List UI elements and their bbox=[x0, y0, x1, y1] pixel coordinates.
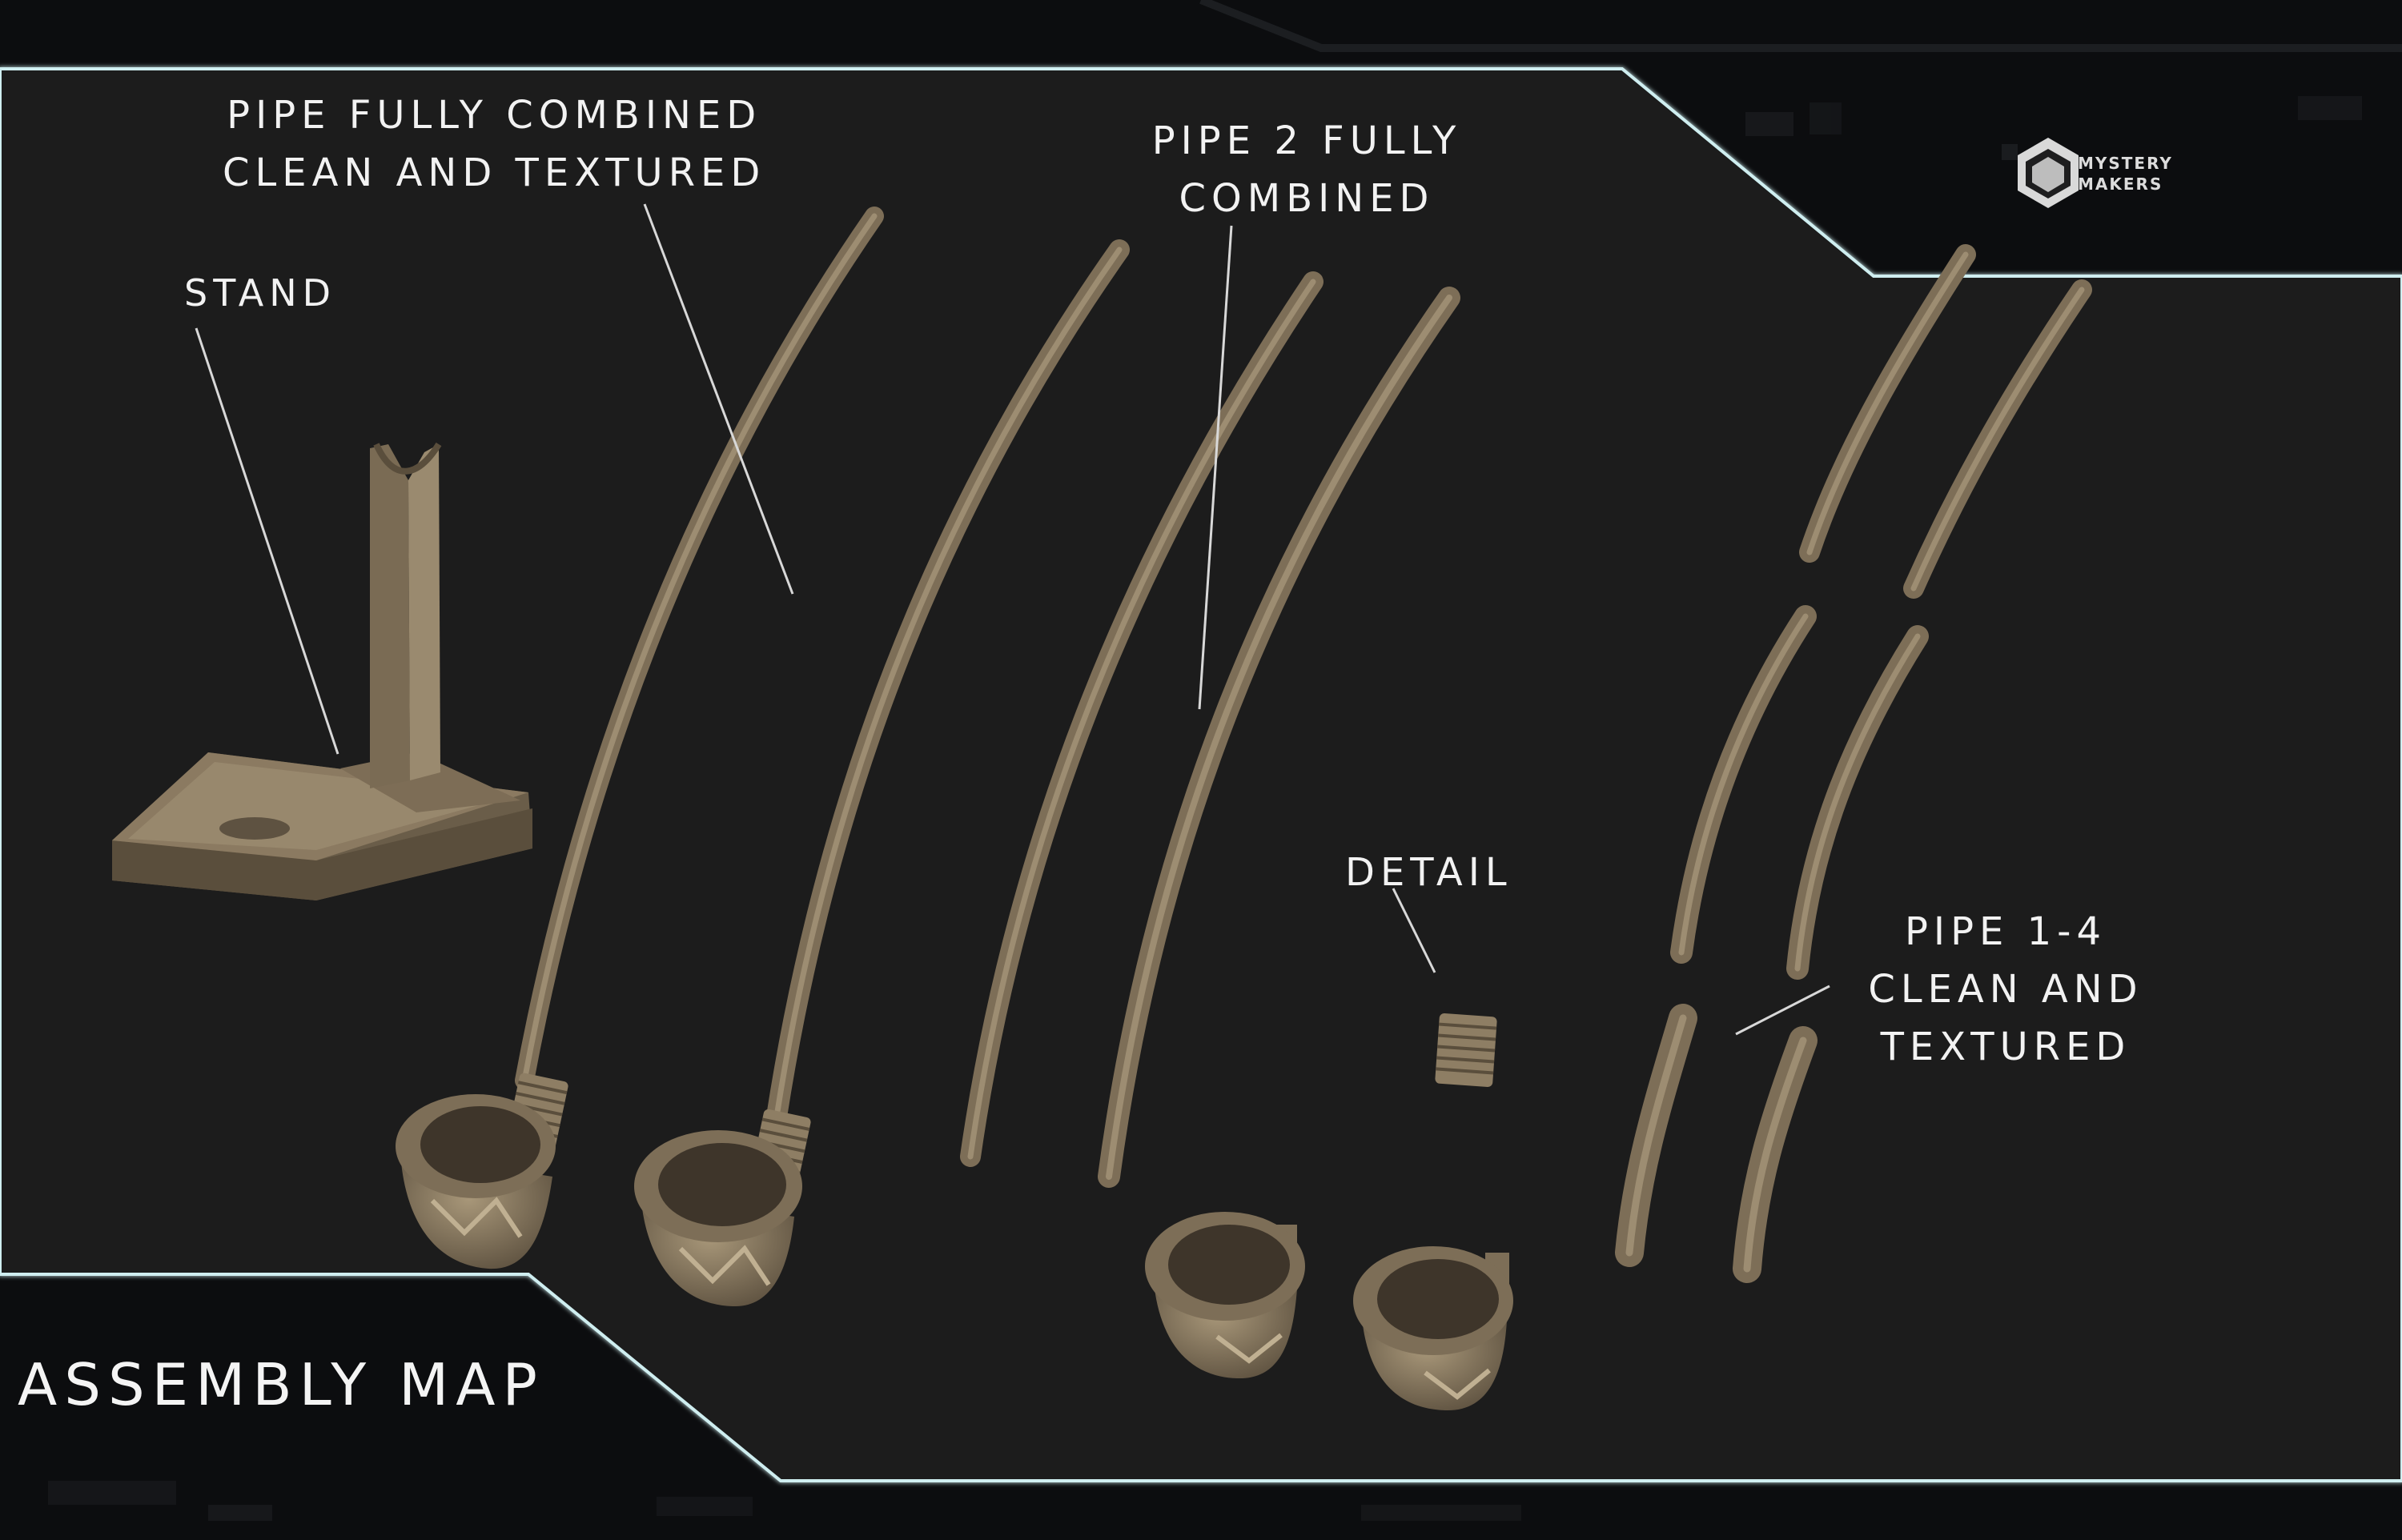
logo-line2: MAKERS bbox=[2078, 174, 2163, 194]
label-detail: DETAIL bbox=[1345, 850, 1512, 895]
detail-part bbox=[1435, 1013, 1497, 1088]
bowl-4 bbox=[1353, 1246, 1513, 1411]
tech-decor-top bbox=[1199, 0, 2402, 160]
bowl-3 bbox=[1145, 1212, 1305, 1379]
label-stand-text: STAND bbox=[184, 271, 337, 315]
label-pipe-1-4: PIPE 1-4 CLEAN AND TEXTURED bbox=[1842, 903, 2170, 1076]
leader-stand bbox=[195, 327, 339, 755]
tech-decor-bottom bbox=[48, 1481, 1521, 1521]
label-pipe14-line3: TEXTURED bbox=[1880, 1025, 2131, 1069]
mystery-makers-logo-icon bbox=[2018, 138, 2079, 208]
label-pipe2-fully-combined: PIPE 2 FULLY COMBINED bbox=[1131, 112, 1483, 227]
label-pipe14-line1: PIPE 1-4 bbox=[1904, 909, 2107, 954]
logo-line1: MYSTERY bbox=[2078, 154, 2173, 173]
label-pipe-fully-combined-line2: CLEAN AND TEXTURED bbox=[223, 150, 766, 195]
bowl-2 bbox=[634, 1130, 802, 1307]
bowl-1 bbox=[396, 1094, 556, 1269]
leader-pipe14 bbox=[1735, 985, 1830, 1036]
pipe-stems bbox=[515, 207, 2092, 1283]
label-pipe-fully-combined: PIPE FULLY COMBINED CLEAN AND TEXTURED bbox=[223, 86, 765, 202]
stand-part bbox=[112, 442, 532, 900]
label-pipe2-line2: COMBINED bbox=[1179, 176, 1435, 221]
label-detail-text: DETAIL bbox=[1345, 850, 1512, 895]
label-pipe14-line2: CLEAN AND bbox=[1868, 967, 2143, 1012]
pipe-bowls bbox=[396, 1094, 1513, 1411]
label-pipe2-line1: PIPE 2 FULLY bbox=[1151, 118, 1462, 163]
label-stand: STAND bbox=[184, 271, 336, 315]
mystery-makers-logo: MYSTERY MAKERS bbox=[2018, 138, 2178, 210]
leader-pipe-full bbox=[643, 203, 794, 595]
leader-lines bbox=[195, 203, 1830, 1036]
leader-pipe2 bbox=[1198, 225, 1233, 710]
label-pipe-fully-combined-line1: PIPE FULLY COMBINED bbox=[227, 93, 762, 138]
assembly-map-title: ASSEMBLY MAP bbox=[18, 1351, 544, 1418]
leader-detail bbox=[1392, 888, 1436, 973]
